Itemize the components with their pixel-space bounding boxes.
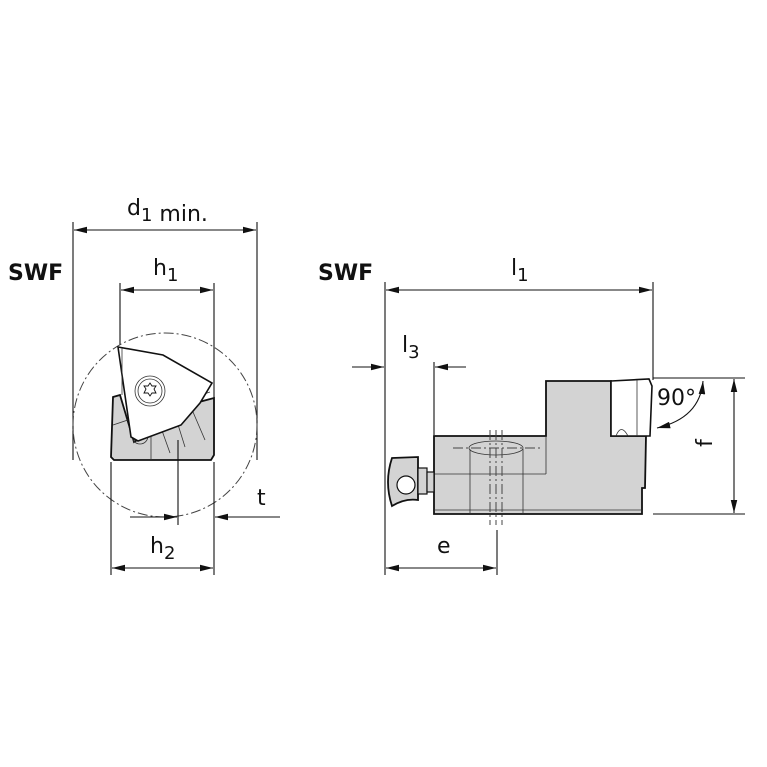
knob-neck xyxy=(417,467,428,495)
l1-label: l1 xyxy=(511,256,529,286)
torx-icon xyxy=(143,382,157,397)
dimension-h2: h2 xyxy=(110,462,215,575)
d1-label: d1 min. xyxy=(127,196,208,227)
dimension-angle: 90° xyxy=(653,377,745,429)
left-view-title: SWF xyxy=(8,261,63,286)
dimension-e: e xyxy=(386,530,498,575)
dimension-l1: l1 xyxy=(384,256,654,575)
angle-label: 90° xyxy=(657,386,696,411)
right-view: SWF l1 l3 xyxy=(318,256,745,575)
insert-side xyxy=(610,378,653,437)
f-label: f xyxy=(693,438,718,447)
l3-label: l3 xyxy=(402,333,420,363)
dimension-d1: d1 min. xyxy=(72,196,258,460)
left-view: SWF d1 min. h1 xyxy=(8,196,280,575)
dimension-f: f xyxy=(653,379,745,515)
dimension-l3: l3 xyxy=(352,333,466,435)
h1-label: h1 xyxy=(153,256,178,286)
knob-hole xyxy=(396,475,416,495)
h2-label: h2 xyxy=(150,534,175,564)
t-label: t xyxy=(257,486,266,511)
e-label: e xyxy=(437,534,451,559)
screw-head xyxy=(134,375,166,407)
right-view-title: SWF xyxy=(318,261,373,286)
dimension-t: t xyxy=(130,440,280,525)
